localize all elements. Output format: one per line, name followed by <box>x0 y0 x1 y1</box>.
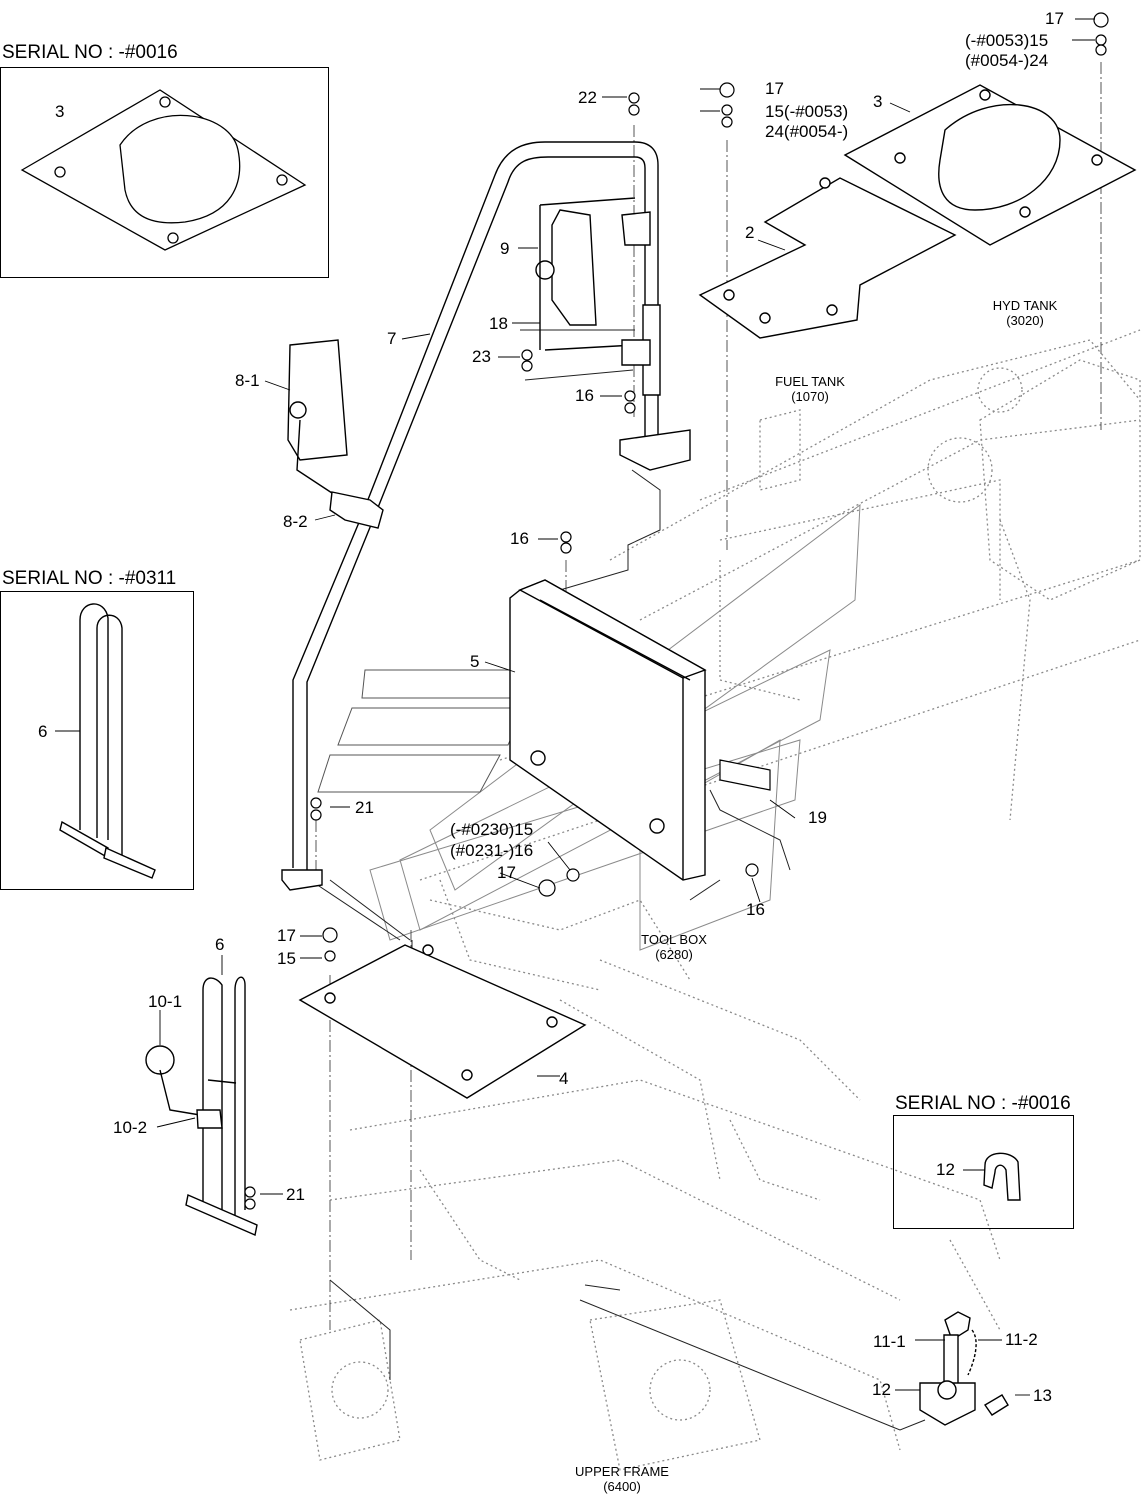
inset-title-upper-left: SERIAL NO : -#0016 <box>2 42 178 63</box>
callout-17-mid: 17 <box>497 863 516 882</box>
inset-frame-mid-left <box>0 591 194 890</box>
note-fuel-tank-name: FUEL TANK <box>775 374 845 389</box>
mirror-9 <box>535 197 651 366</box>
callout-11-1: 11-1 <box>873 1332 906 1351</box>
callout-15-mid: (-#0230)15 <box>450 820 534 839</box>
note-tool-box: TOOL BOX (6280) <box>628 932 720 962</box>
callout-23: 23 <box>472 347 491 366</box>
callout-3-right: 3 <box>873 92 883 111</box>
inset-title-mid-left: SERIAL NO : -#0311 <box>2 568 177 589</box>
handrail-7 <box>281 141 691 891</box>
note-tool-box-code: (6280) <box>655 947 693 962</box>
note-hyd-tank: HYD TANK (3020) <box>985 298 1065 328</box>
inset2-part-label: 6 <box>38 722 48 741</box>
note-fuel-tank: FUEL TANK (1070) <box>765 374 855 404</box>
cover-plate-3 <box>843 84 1137 246</box>
inset2-handle <box>59 603 156 879</box>
inset3-clamp <box>983 1152 1021 1201</box>
note-hyd-tank-name: HYD TANK <box>992 298 1058 313</box>
callout-16-mid: (#0231-)16 <box>450 841 534 860</box>
inset3-part-label: 12 <box>936 1160 955 1179</box>
callout-11-2: 11-2 <box>1005 1330 1038 1349</box>
callout-16-a: 16 <box>575 386 594 405</box>
callout-16-c: 16 <box>746 900 765 919</box>
note-tool-box-name: TOOL BOX <box>641 932 707 947</box>
note-upper-frame-name: UPPER FRAME <box>575 1464 669 1479</box>
inset1-plate <box>20 89 307 251</box>
note-hyd-tank-code: (3020) <box>1006 313 1044 328</box>
callout-22: 22 <box>578 88 597 107</box>
callout-16-b: 16 <box>510 529 529 548</box>
fasteners <box>244 12 1109 1210</box>
callout-7: 7 <box>387 329 397 348</box>
callout-10-1: 10-1 <box>148 992 183 1011</box>
callout-21-b: 21 <box>286 1185 305 1204</box>
callout-8-1: 8-1 <box>235 371 260 390</box>
callout-19: 19 <box>808 808 827 827</box>
callout-15-d: 15 <box>277 949 296 968</box>
callout-8-2: 8-2 <box>283 512 308 531</box>
tool-box-5 <box>509 579 707 881</box>
callout-18: 18 <box>489 314 508 333</box>
callout-6: 6 <box>215 935 225 954</box>
mount-lines <box>309 329 926 1431</box>
callout-17-b: 17 <box>765 79 784 98</box>
inset-frame-lower-right <box>893 1115 1074 1229</box>
ghost-machine-outline <box>289 329 1141 1471</box>
floor-plate-4 <box>298 944 587 1099</box>
cover-plate-2 <box>698 177 957 339</box>
callout-2: 2 <box>745 223 755 242</box>
callout-13: 13 <box>1033 1386 1052 1405</box>
note-fuel-tank-code: (1070) <box>791 389 829 404</box>
pin-assembly <box>919 1311 1009 1426</box>
callout-24-top: (#0054-)24 <box>965 51 1049 70</box>
callout-leaders <box>55 18 1095 1396</box>
callout-15-top: (-#0053)15 <box>965 31 1049 50</box>
inset-frame-upper-left <box>0 67 329 278</box>
callout-15-b: 15(-#0053) <box>765 102 849 121</box>
inset1-part-label: 3 <box>55 102 65 121</box>
callout-21-a: 21 <box>355 798 374 817</box>
note-upper-frame: UPPER FRAME (6400) <box>570 1464 674 1494</box>
mirror-8 <box>287 339 384 529</box>
grab-handle-6 <box>145 976 258 1236</box>
callout-9: 9 <box>500 239 510 258</box>
callout-10-2: 10-2 <box>113 1118 148 1137</box>
callout-24-b: 24(#0054-) <box>765 122 849 141</box>
inset-title-lower-right: SERIAL NO : -#0016 <box>895 1093 1071 1114</box>
callout-12: 12 <box>872 1380 891 1399</box>
callout-17-top: 17 <box>1045 9 1064 28</box>
callout-5: 5 <box>470 652 480 671</box>
callout-4: 4 <box>559 1069 569 1088</box>
callout-17-d: 17 <box>277 926 296 945</box>
note-upper-frame-code: (6400) <box>603 1479 641 1494</box>
